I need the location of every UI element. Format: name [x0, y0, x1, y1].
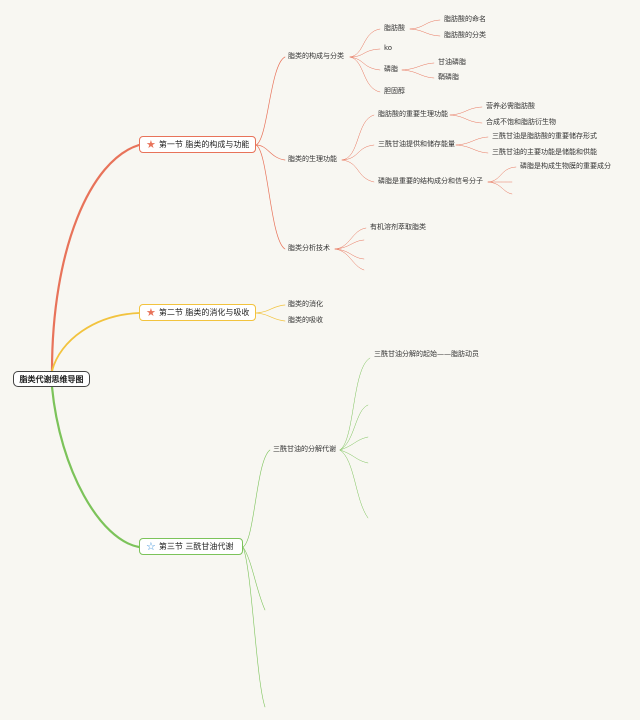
outline-star-icon: ☆ [146, 540, 156, 553]
item-unsaturated-derivatives[interactable]: 合成不饱和脂肪衍生物 [486, 118, 556, 126]
filled-star-icon: ★ [146, 306, 156, 319]
root-label: 脂类代谢思维导图 [19, 374, 84, 384]
item-membrane-component[interactable]: 磷脂是构成生物膜的重要成分 [520, 162, 611, 170]
item-solvent-extraction[interactable]: 有机溶剂萃取脂类 [370, 223, 426, 231]
topic-lipid-analysis[interactable]: 脂类分析技术 [288, 244, 330, 252]
topic-absorption[interactable]: 脂类的吸收 [288, 316, 323, 324]
item-fatty-acid-naming[interactable]: 脂肪酸的命名 [444, 15, 486, 23]
topic-digestion[interactable]: 脂类的消化 [288, 300, 323, 308]
section-2-label: 第二节 脂类的消化与吸收 [158, 308, 250, 317]
section-1-label: 第一节 脂类的构成与功能 [158, 140, 250, 149]
topic-lipid-composition[interactable]: 脂类的构成与分类 [288, 52, 344, 60]
item-essential-fatty-acid[interactable]: 营养必需脂肪酸 [486, 102, 535, 110]
item-tag-storage-form[interactable]: 三酰甘油是脂肪酸的重要储存形式 [492, 132, 597, 140]
item-fat-mobilization[interactable]: 三酰甘油分解的起始——脂肪动员 [374, 350, 479, 358]
item-cholesterol[interactable]: 胆固醇 [384, 87, 405, 95]
filled-star-icon: ★ [146, 138, 156, 151]
item-fatty-acid-function[interactable]: 脂肪酸的重要生理功能 [378, 110, 448, 118]
item-tag-energy[interactable]: 三酰甘油提供和储存能量 [378, 140, 455, 148]
item-sphingophospholipid[interactable]: 鞘磷脂 [438, 73, 459, 81]
item-glycerophospholipid[interactable]: 甘油磷脂 [438, 58, 466, 66]
item-phospholipid-structure[interactable]: 磷脂是重要的结构成分和信号分子 [378, 177, 483, 185]
item-phospholipid[interactable]: 磷脂 [384, 65, 398, 73]
topic-tag-catabolism[interactable]: 三酰甘油的分解代谢 [273, 445, 336, 453]
item-fatty-acid-classes[interactable]: 脂肪酸的分类 [444, 31, 486, 39]
section-3-label: 第三节 三酰甘油代谢 [158, 542, 234, 551]
root-node[interactable]: 脂类代谢思维导图 [13, 371, 90, 387]
topic-lipid-function[interactable]: 脂类的生理功能 [288, 155, 337, 163]
section-3-node[interactable]: ☆ 第三节 三酰甘油代谢 [139, 538, 243, 555]
item-ko[interactable]: ko [384, 44, 393, 52]
section-1-node[interactable]: ★ 第一节 脂类的构成与功能 [139, 136, 256, 153]
item-tag-main-function[interactable]: 三酰甘油的主要功能是储能和供能 [492, 148, 597, 156]
item-fatty-acid[interactable]: 脂肪酸 [384, 24, 405, 32]
section-2-node[interactable]: ★ 第二节 脂类的消化与吸收 [139, 304, 256, 321]
